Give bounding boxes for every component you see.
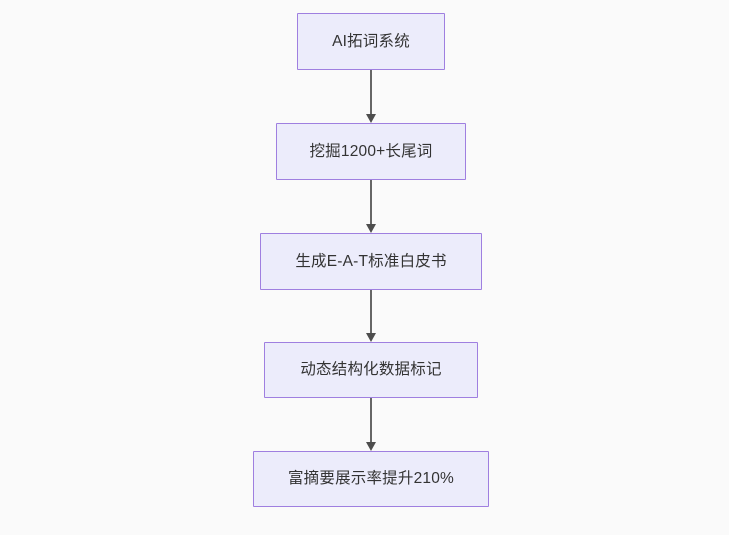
- flow-node-label: 生成E-A-T标准白皮书: [295, 252, 447, 270]
- flow-edge-3-4: [365, 290, 377, 342]
- arrowhead-icon: [366, 224, 376, 233]
- flow-node-generate-eat-whitepaper[interactable]: 生成E-A-T标准白皮书: [260, 233, 482, 290]
- flow-node-mine-longtail-keywords[interactable]: 挖掘1200+长尾词: [276, 123, 466, 180]
- flow-edge-4-5: [365, 398, 377, 451]
- flow-node-label: 富摘要展示率提升210%: [287, 470, 455, 488]
- arrowhead-icon: [366, 114, 376, 123]
- flow-node-ai-keyword-system[interactable]: AI拓词系统: [297, 13, 445, 70]
- arrowhead-icon: [366, 333, 376, 342]
- edge-line: [370, 398, 372, 443]
- flow-edge-1-2: [365, 70, 377, 123]
- edge-line: [370, 180, 372, 225]
- edge-line: [370, 290, 372, 334]
- flow-node-rich-snippet-ctr-uplift[interactable]: 富摘要展示率提升210%: [253, 451, 489, 507]
- flow-node-label: AI拓词系统: [332, 32, 410, 50]
- flow-node-label: 动态结构化数据标记: [300, 361, 442, 379]
- arrowhead-icon: [366, 442, 376, 451]
- flow-node-label: 挖掘1200+长尾词: [309, 142, 433, 160]
- flow-edge-2-3: [365, 180, 377, 233]
- edge-line: [370, 70, 372, 115]
- flow-node-dynamic-structured-data-markup[interactable]: 动态结构化数据标记: [264, 342, 478, 398]
